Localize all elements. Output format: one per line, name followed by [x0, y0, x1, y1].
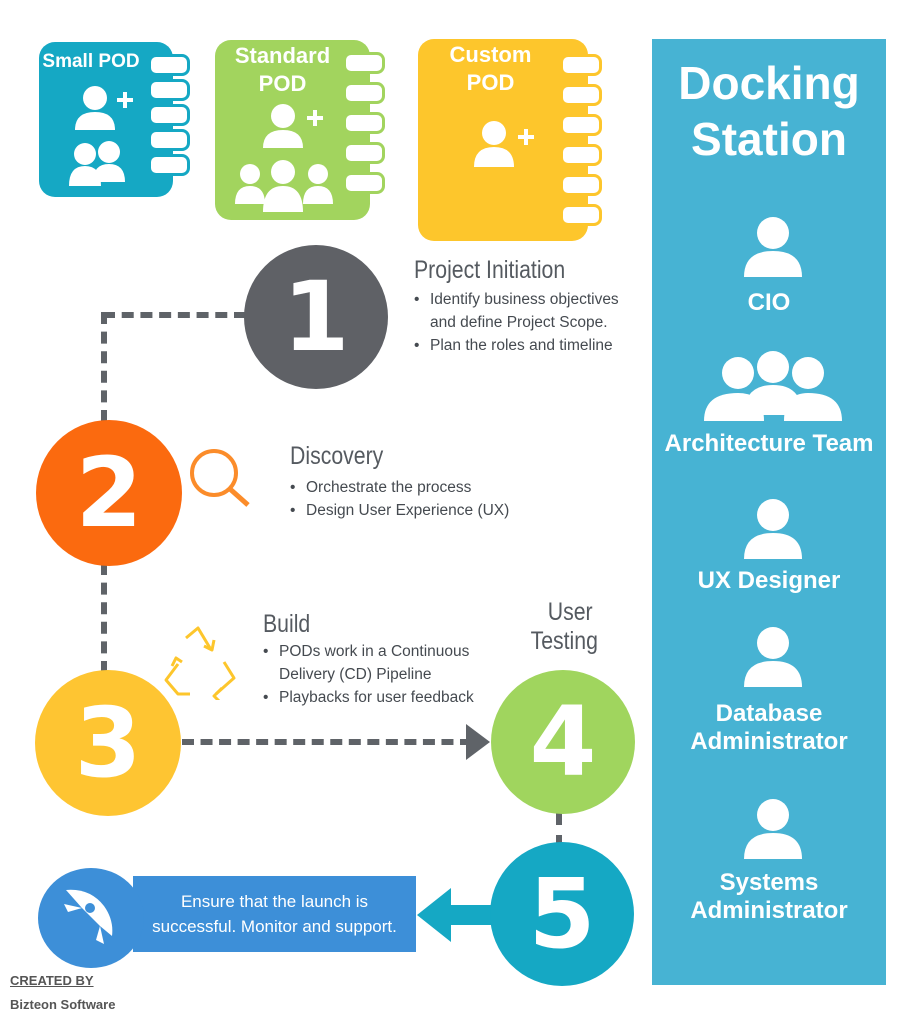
step-3-heading: Build	[263, 610, 311, 638]
role-database-administrator: Database Administrator	[690, 700, 848, 755]
person-plus-icon	[474, 121, 534, 167]
step-1-bullets: Identify business objectives and define …	[414, 288, 644, 357]
step-1-circle: 1	[244, 245, 388, 389]
credit-company: Bizteon Software	[10, 997, 116, 1012]
bullet: Design User Experience (UX)	[290, 499, 550, 522]
person-icon	[744, 799, 802, 859]
pod-title: Standard POD	[234, 43, 331, 96]
step-3-circle: 3	[35, 670, 181, 816]
bullet: Playbacks for user feedback	[263, 686, 493, 709]
role-systems-administrator: Systems Administrator	[690, 869, 848, 924]
connector-1-2-vertical	[101, 312, 107, 422]
launch-banner: Ensure that the launch is successful. Mo…	[133, 876, 416, 952]
step-4-circle: 4	[491, 670, 635, 814]
role-ux-designer: UX Designer	[697, 567, 841, 594]
person-icon	[744, 499, 802, 559]
step-5-circle: 5	[490, 842, 634, 986]
pod-title: Small POD	[42, 51, 140, 72]
role-architecture-team: Architecture Team	[664, 430, 874, 457]
person-plus-and-group-icon	[69, 86, 133, 186]
connector-4-5	[556, 813, 562, 847]
pod-title: Custom POD	[449, 42, 532, 95]
rocket-icon	[64, 889, 118, 946]
magnifier-icon	[190, 449, 250, 507]
docking-station-panel: Docking Station CIO Architecture Team UX…	[652, 39, 886, 985]
pod-card-custom: Custom POD	[418, 39, 588, 241]
bullet: Plan the roles and timeline	[414, 334, 644, 357]
step-2-circle: 2	[36, 420, 182, 566]
step-3-bullets: PODs work in a Continuous Delivery (CD) …	[263, 640, 493, 709]
recycle-arrows-icon	[164, 626, 236, 700]
connector-2-3	[101, 563, 107, 673]
person-icon	[744, 217, 802, 277]
bullet: PODs work in a Continuous Delivery (CD) …	[263, 640, 493, 686]
step-4-heading: User Testing	[530, 598, 598, 655]
step-1-heading: Project Initiation	[414, 256, 566, 284]
docking-station-title: Docking Station	[678, 57, 860, 165]
bullet: Orchestrate the process	[290, 476, 550, 499]
connector-3-4	[182, 739, 472, 745]
arrow-left-icon	[417, 888, 493, 942]
person-plus-and-team-icon	[235, 104, 333, 212]
person-icon	[744, 627, 802, 687]
bullet: Identify business objectives and define …	[414, 288, 644, 334]
step-2-heading: Discovery	[290, 442, 384, 470]
role-cio: CIO	[747, 289, 791, 316]
rocket-badge	[38, 868, 144, 968]
step-2-bullets: Orchestrate the process Design User Expe…	[290, 476, 550, 522]
arrow-right-icon	[466, 724, 490, 760]
team-icon	[704, 351, 842, 421]
credit-label: CREATED BY	[10, 973, 94, 988]
connector-1-2-horizontal	[103, 312, 246, 318]
